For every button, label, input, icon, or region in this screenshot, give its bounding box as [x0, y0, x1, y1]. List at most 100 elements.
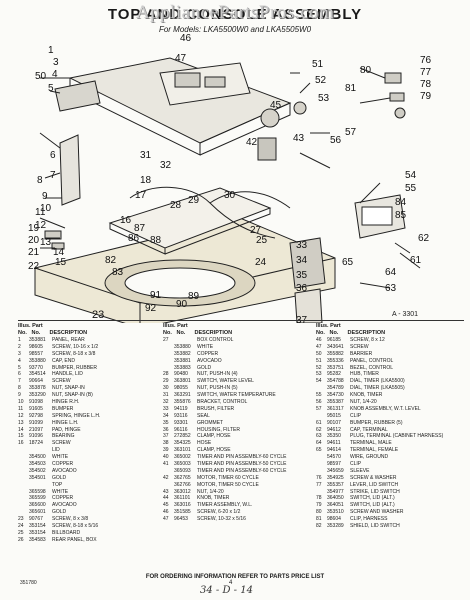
- part-number: 364051: [327, 502, 344, 509]
- part-number: 353510: [327, 509, 344, 516]
- illus-number: 51: [316, 357, 322, 364]
- part-number: 354788: [327, 378, 344, 385]
- part-description: CAP, END: [52, 357, 75, 364]
- part-label: 47: [175, 53, 187, 64]
- part-number: 353880: [29, 357, 46, 364]
- part-number: 353290: [29, 392, 46, 399]
- part-description: SCREW, 6-20 x 1/2: [197, 509, 241, 516]
- part-description: LID: [52, 447, 60, 454]
- illus-number: 54: [316, 378, 322, 385]
- part-description: NUT, PUSH-IN (4): [197, 371, 238, 378]
- illus-number: 45: [163, 502, 169, 509]
- part-number: 96185: [327, 337, 341, 343]
- part-description: TERMINAL, FEMALE: [350, 447, 399, 454]
- part-label: 14: [53, 247, 65, 258]
- illus-number: 55: [316, 392, 322, 399]
- part-description: BEZEL, CONTROL: [350, 364, 394, 371]
- part-label: 55: [405, 183, 417, 194]
- part-label: 91: [150, 290, 162, 301]
- part-number: 98604: [327, 516, 341, 523]
- illus-number: 41: [163, 461, 169, 468]
- part-description: CLIP: [350, 412, 362, 419]
- part-description: WHITE: [52, 454, 69, 461]
- part-number: 98605: [29, 343, 43, 350]
- part-number: 354730: [327, 392, 344, 399]
- part-description: NUT, 1/4-20: [350, 399, 377, 406]
- part-number: 362765: [174, 474, 191, 481]
- part-number: 353154: [29, 529, 46, 536]
- part-description: SCREW, 10-16 x 1/2: [52, 343, 99, 350]
- part-label: 36: [296, 283, 308, 294]
- part-label: 35: [296, 270, 308, 281]
- part-number: 355357: [327, 481, 344, 488]
- part-label: 77: [420, 67, 432, 78]
- part-number: 90664: [29, 378, 43, 385]
- part-label: 22: [28, 261, 40, 272]
- part-label: 37: [296, 315, 308, 323]
- part-description: LEVER, LID SWITCH: [350, 481, 399, 488]
- part-description: NUT, SNAP-IN (B): [52, 392, 93, 399]
- part-label: 17: [135, 190, 147, 201]
- illus-number: 33: [163, 405, 169, 412]
- part-label: 89: [188, 291, 200, 302]
- part-number: 364050: [327, 495, 344, 502]
- part-number: 96453: [174, 516, 188, 523]
- part-description: SWITCH, LID (ALT.): [350, 495, 395, 502]
- illus-number: 37: [163, 433, 169, 440]
- illus-number: 10: [18, 399, 24, 406]
- illus-number: 15: [18, 433, 24, 440]
- part-number: 365600: [29, 502, 46, 509]
- illus-number: 2: [18, 343, 21, 350]
- part-number: 354925: [327, 474, 344, 481]
- part-label: 57: [345, 127, 357, 138]
- part-label: 12: [35, 220, 47, 231]
- illus-number: 14: [18, 426, 24, 433]
- part-label: 86: [128, 233, 140, 244]
- part-number: 353880: [174, 343, 191, 350]
- part-description: HOUSING, FILTER: [197, 426, 240, 433]
- part-description: BUMPER: [52, 405, 74, 412]
- part-number: 354502: [29, 467, 46, 474]
- illus-number: 3: [18, 350, 21, 357]
- part-label: 92: [145, 303, 157, 314]
- part-label: 32: [160, 160, 172, 171]
- part-number: 363016: [174, 502, 191, 509]
- part-label: 45: [270, 100, 282, 111]
- part-number: 94614: [327, 447, 341, 454]
- part-number: 365598: [29, 488, 46, 495]
- part-number: 94612: [327, 426, 341, 433]
- illus-number: 34: [163, 412, 169, 419]
- part-description: HINGE R.H.: [52, 399, 80, 406]
- illus-number: 36: [163, 426, 169, 433]
- part-number: 363801: [174, 378, 191, 385]
